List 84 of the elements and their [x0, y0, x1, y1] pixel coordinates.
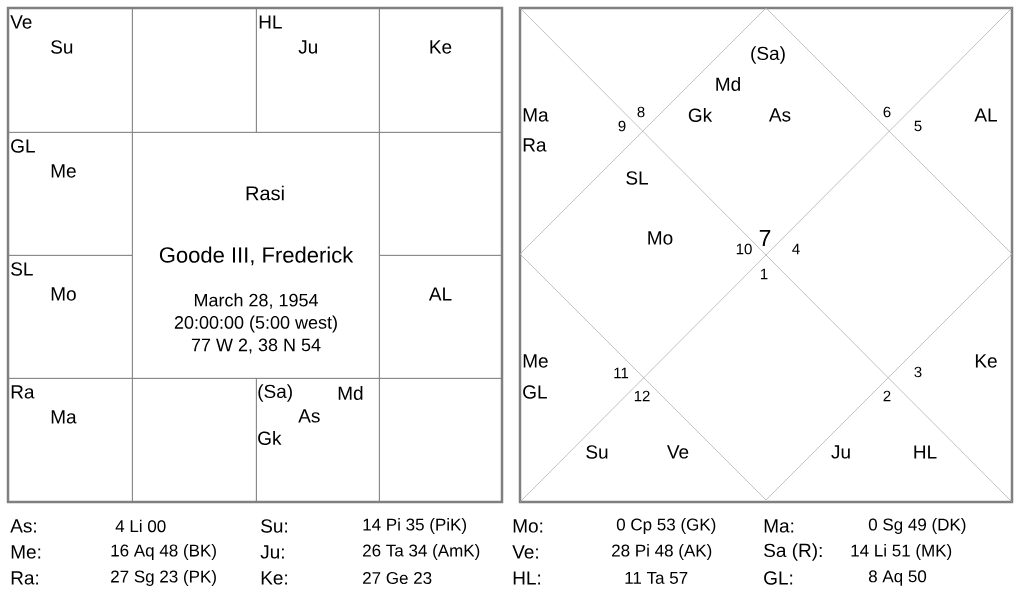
planet-label: Ma: [523, 108, 549, 122]
planet-label: As: [768, 108, 791, 122]
planet-key: GL:: [764, 571, 793, 585]
chart-cell: [379, 8, 503, 133]
chart-cell: [8, 255, 133, 379]
position-value: 14 Pi 35 (PiK): [363, 518, 466, 534]
planet-label: Ke: [430, 40, 452, 54]
house-number: 3: [914, 366, 922, 378]
position-value: 26 Ta 34 (AmK): [363, 544, 480, 560]
house-number: 7: [759, 230, 771, 246]
planet-label: Md: [338, 386, 363, 400]
house-number: 5: [914, 120, 922, 132]
chart-cell: [132, 8, 257, 133]
chart-cell: [379, 255, 503, 379]
planet-label: Me: [523, 354, 548, 368]
chart-cell: [379, 378, 503, 503]
person-name: Goode III, Frederick: [159, 246, 354, 266]
planet-label: Ke: [975, 354, 997, 368]
planet-label: Ve: [667, 445, 689, 459]
house-number: 8: [637, 106, 645, 118]
planet-key: Sa (R):: [764, 543, 822, 561]
planet-label: Gk: [688, 108, 713, 122]
position-value: 0 Sg 49 (DK): [868, 518, 966, 534]
planet-key: Ra:: [11, 571, 39, 585]
position-value: 0 Cp 53 (GK): [616, 518, 716, 534]
house-number: 10: [736, 243, 752, 255]
planet-label: AL: [428, 287, 452, 301]
planet-label: (Sa): [751, 46, 785, 64]
chart-cell: [8, 8, 133, 133]
chart-cell: [379, 132, 503, 256]
planet-key: Me:: [11, 545, 41, 559]
chart-title: Rasi: [246, 185, 284, 201]
planet-key: Ju:: [260, 545, 284, 559]
planet-label: Md: [716, 77, 740, 91]
planet-key: Ve:: [512, 545, 538, 559]
position-value: 14 Li 51 (MK): [851, 544, 952, 560]
position-value: 4 Li 00: [115, 519, 166, 533]
planet-label: Su: [586, 445, 608, 459]
chart-cell: [256, 8, 380, 133]
house-number: 9: [618, 120, 626, 132]
position-value: 28 Pi 48 (AK): [612, 544, 712, 560]
chart-cell: [8, 378, 133, 503]
chart-cell: [132, 378, 257, 503]
house-number: 12: [634, 390, 650, 402]
planet-label: Mo: [648, 231, 673, 245]
position-value: 16 Aq 48 (BK): [111, 544, 216, 560]
planet-label: Ra: [11, 385, 35, 399]
planet-label: Ju: [298, 40, 317, 54]
planet-label: (Sa): [258, 384, 292, 402]
position-value: 11 Ta 57: [625, 572, 688, 584]
planet-label: HL: [259, 15, 282, 29]
planet-key: Ke:: [261, 571, 287, 585]
birth-data: 20:00:00 (5:00 west): [174, 315, 337, 333]
planet-key: Su:: [261, 519, 287, 533]
planet-label: GL: [11, 139, 35, 153]
house-number: 1: [760, 268, 768, 280]
planet-label: Ve: [10, 15, 32, 29]
birth-data: 77 W 2, 38 N 54: [191, 338, 321, 354]
planet-label: As: [298, 409, 320, 423]
planet-label: SL: [11, 262, 33, 276]
planet-label: Mo: [51, 287, 76, 301]
house-number: 11: [614, 367, 629, 379]
planet-label: Me: [51, 164, 76, 178]
chart-cell: [8, 132, 133, 256]
planet-key: Ma:: [764, 519, 794, 533]
planet-label: HL: [914, 445, 937, 459]
planet-label: Gk: [258, 431, 282, 445]
position-value: 27 Ge 23: [363, 571, 432, 584]
planet-label: Su: [51, 40, 73, 54]
planet-label: Ra: [523, 138, 547, 152]
planet-label: Ma: [51, 410, 77, 424]
birth-data: March 28, 1954: [194, 293, 318, 309]
planet-label: SL: [626, 171, 648, 185]
position-value: 8 Aq 50: [868, 570, 927, 586]
planet-label: Ju: [831, 445, 850, 459]
house-number: 2: [883, 390, 891, 402]
position-value: 27 Sg 23 (PK): [111, 570, 216, 586]
house-number: 4: [792, 243, 800, 255]
house-number: 6: [883, 106, 891, 118]
planet-label: AL: [974, 108, 997, 122]
planet-key: HL:: [513, 571, 541, 585]
planet-label: GL: [523, 385, 547, 399]
chart-cell: [256, 378, 380, 503]
planet-key: Mo:: [513, 519, 543, 533]
